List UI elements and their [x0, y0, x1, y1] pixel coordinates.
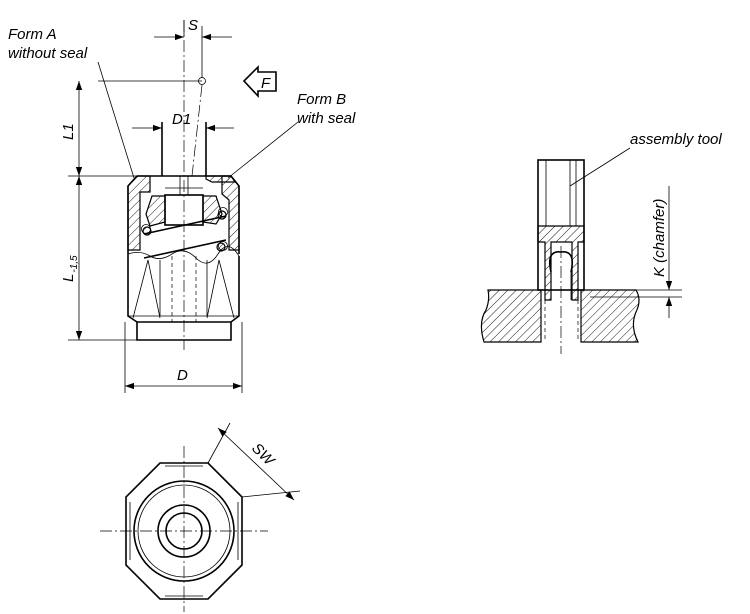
- form-b-label: Form B: [297, 91, 346, 108]
- hex-body-outline: [127, 254, 240, 323]
- form-a-sublabel: without seal: [8, 45, 88, 62]
- s-dimension-label: S: [188, 17, 198, 34]
- assembly-tool-view: [480, 147, 682, 354]
- form-b-leader: [227, 121, 299, 179]
- force-label: F: [261, 75, 271, 92]
- d-dimension-label: D: [177, 367, 188, 384]
- assembly-tool-label: assembly tool: [630, 131, 722, 148]
- form-a-leader: [97, 61, 135, 179]
- seal-section: [205, 175, 237, 183]
- assembly-tool-tip: [537, 225, 585, 301]
- l-tolerance-label: -1,5: [69, 255, 80, 273]
- spring-coil: [143, 215, 227, 259]
- force-arrow: [242, 65, 277, 99]
- left-wall-section: [127, 175, 151, 251]
- form-a-label: Form A: [8, 26, 57, 43]
- assembly-tool-leader: [569, 147, 631, 187]
- svg-text:L-1,5: L-1,5: [60, 255, 80, 282]
- workpiece-right: [580, 289, 640, 343]
- outer-ring: [133, 480, 235, 582]
- d1-dimension-label: D1: [172, 111, 191, 128]
- side-section-view: [68, 20, 299, 393]
- l1-dimension-label: L1: [60, 123, 77, 140]
- k-chamfer-label: K (chamfer): [651, 199, 668, 277]
- top-view: [100, 422, 301, 612]
- plunger-ring: [157, 504, 211, 558]
- sw-dimension-label: SW: [248, 440, 278, 470]
- workpiece-left: [480, 289, 542, 343]
- section-break-line: [127, 246, 240, 264]
- l-dimension-label: L: [60, 274, 77, 282]
- bottom-collar: [136, 322, 232, 341]
- sw-dimension-line: [217, 427, 295, 501]
- form-b-sublabel: with seal: [297, 110, 356, 127]
